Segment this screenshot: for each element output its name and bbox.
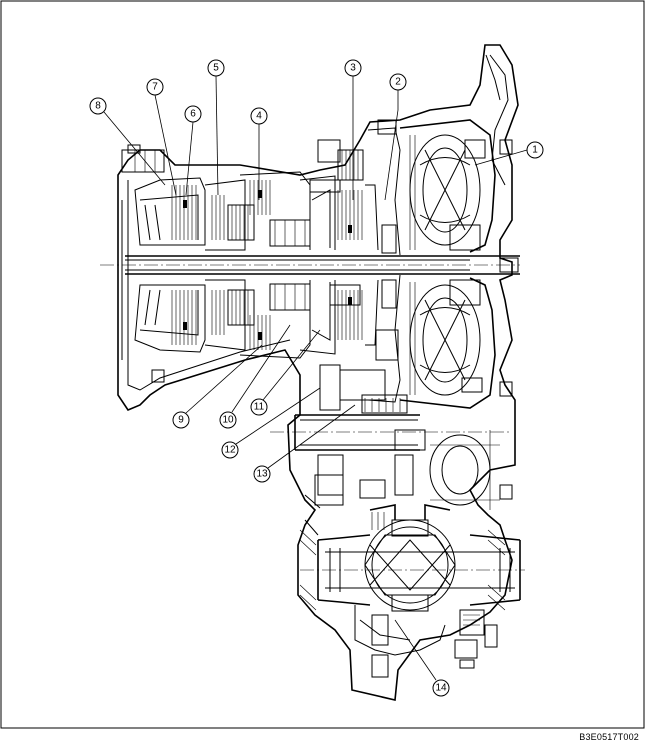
callout-labels: 1 2 3 4 5 6 xyxy=(89,59,544,697)
callout-7: 7 xyxy=(146,78,164,96)
callout-1-label: 1 xyxy=(532,145,538,156)
callout-11-label: 11 xyxy=(254,402,265,413)
callout-5: 5 xyxy=(207,59,225,77)
callout-14: 14 xyxy=(432,679,450,697)
callout-13-label: 13 xyxy=(256,469,268,480)
callout-11: 11 xyxy=(250,398,268,416)
callout-9-label: 9 xyxy=(178,415,184,426)
figure-code: B3E0517T002 xyxy=(579,732,639,742)
callout-10-label: 10 xyxy=(222,415,234,426)
callout-4: 4 xyxy=(250,107,268,125)
callout-8: 8 xyxy=(89,97,107,115)
callout-7-label: 7 xyxy=(152,82,158,93)
callout-2: 2 xyxy=(389,73,407,91)
callout-14-label: 14 xyxy=(435,683,447,694)
callout-6-label: 6 xyxy=(190,109,196,120)
callout-10: 10 xyxy=(219,411,237,429)
callout-2-label: 2 xyxy=(395,77,401,88)
callout-1: 1 xyxy=(526,141,544,159)
callout-5-label: 5 xyxy=(213,63,219,74)
callout-13: 13 xyxy=(253,465,271,483)
callout-9: 9 xyxy=(172,411,190,429)
figure-border xyxy=(0,0,645,729)
callout-3-label: 3 xyxy=(350,63,356,74)
callout-4-label: 4 xyxy=(256,111,262,122)
callout-3: 3 xyxy=(344,59,362,77)
transaxle-drawing xyxy=(100,44,525,701)
callout-6: 6 xyxy=(184,105,202,123)
callout-12: 12 xyxy=(221,441,239,459)
callout-12-label: 12 xyxy=(224,445,236,456)
callout-8-label: 8 xyxy=(95,101,101,112)
